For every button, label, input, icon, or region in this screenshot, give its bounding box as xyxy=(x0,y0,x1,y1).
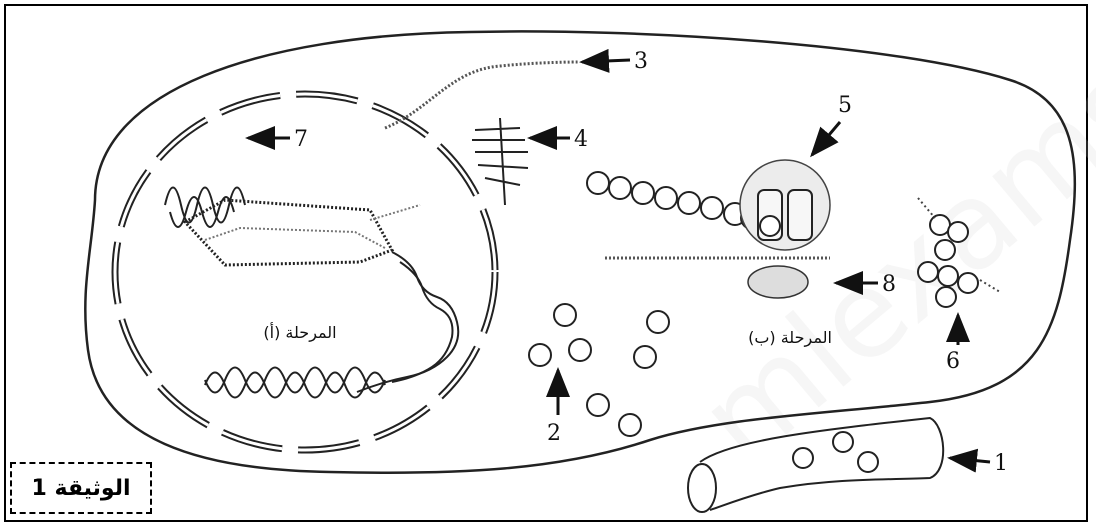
ribosome xyxy=(740,160,830,250)
trna-complex xyxy=(472,118,528,205)
document-label: الوثيقة 1 xyxy=(10,462,152,514)
label-1: 1 xyxy=(994,451,1008,476)
label-2: 2 xyxy=(547,421,561,446)
ribosome-small-subunit xyxy=(748,266,808,298)
label-6: 6 xyxy=(946,349,960,374)
label-3: 3 xyxy=(634,49,648,74)
free-amino-acids xyxy=(529,304,669,436)
label-7: 7 xyxy=(294,127,308,152)
label-4: 4 xyxy=(574,127,588,152)
label-5: 5 xyxy=(838,93,852,118)
stage-b-label: المرحلة (ب) xyxy=(748,328,832,348)
dna-helix-lower-right xyxy=(357,252,458,392)
mrna-strand xyxy=(385,62,578,128)
dna-helix-bottom xyxy=(205,373,385,398)
arrow-5 xyxy=(812,122,840,155)
dna-helix-upper xyxy=(165,188,245,228)
label-8: 8 xyxy=(882,272,896,297)
transcription-bubble xyxy=(185,200,392,265)
arrow-3 xyxy=(582,60,630,62)
polypeptide-chain xyxy=(587,172,763,229)
stage-a-label: المرحلة (أ) xyxy=(263,322,336,343)
arrow-1 xyxy=(950,458,990,462)
